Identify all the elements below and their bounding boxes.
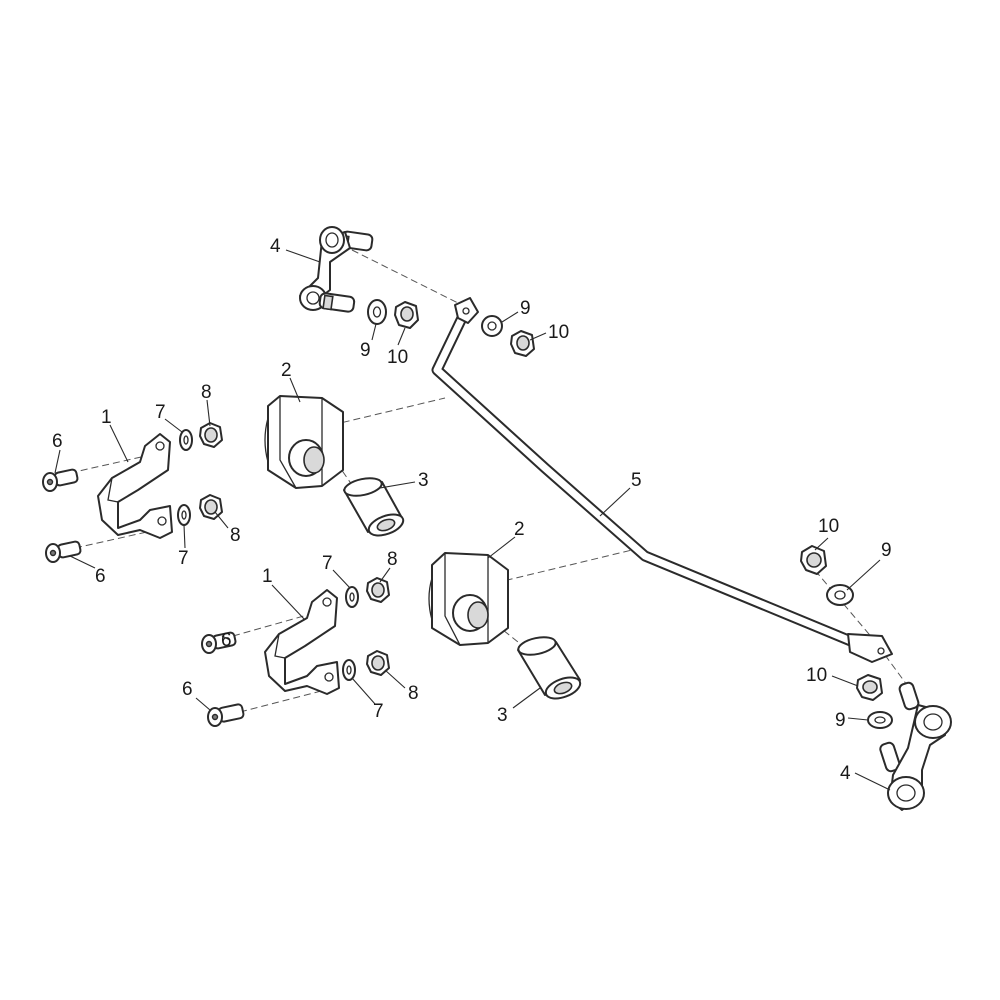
callout-labels: 4 9 10 9 10 2 8 7 1 6 3 5 8 7 6 2 10 9 7… bbox=[52, 236, 892, 784]
callout-6-top-b: 6 bbox=[95, 566, 106, 587]
end-link-top bbox=[299, 226, 374, 313]
bracket-top bbox=[97, 433, 173, 539]
bolt-top-a bbox=[42, 468, 79, 492]
callout-8-bottom-b: 8 bbox=[408, 683, 419, 704]
callout-10-right-lower: 10 bbox=[806, 665, 827, 686]
nut-right-upper bbox=[800, 545, 827, 575]
leader-lines bbox=[54, 249, 891, 791]
sleeve-bottom bbox=[517, 636, 582, 700]
callout-1-top: 1 bbox=[101, 407, 112, 428]
nut-bottom-bracket-a bbox=[366, 577, 390, 603]
callout-1-bottom: 1 bbox=[262, 566, 273, 587]
callout-6-bottom-a: 6 bbox=[221, 630, 232, 651]
callout-8-bottom-a: 8 bbox=[387, 549, 398, 570]
callout-7-top-b: 7 bbox=[178, 548, 189, 569]
end-link-bottom bbox=[879, 681, 952, 811]
sleeve-top bbox=[343, 477, 405, 537]
callout-7-bottom-a: 7 bbox=[322, 553, 333, 574]
washer-top-bracket-a bbox=[179, 429, 193, 451]
callout-9-top-right: 9 bbox=[520, 298, 531, 319]
callout-4-bottom: 4 bbox=[840, 763, 851, 784]
washer-bottom-bracket-b bbox=[342, 659, 356, 681]
bushing-block-top bbox=[264, 395, 344, 489]
washer-top-left bbox=[367, 299, 387, 325]
callout-9-right-lower: 9 bbox=[835, 710, 846, 731]
washer-top-bracket-b bbox=[177, 504, 191, 526]
callout-7-top-a: 7 bbox=[155, 402, 166, 423]
callout-10-top-right: 10 bbox=[548, 322, 569, 343]
nut-bottom-bracket-b bbox=[366, 650, 390, 676]
bolt-bottom-b bbox=[207, 703, 245, 727]
washer-right-upper bbox=[826, 584, 854, 606]
nut-top-left bbox=[394, 301, 419, 329]
callout-10-top-left: 10 bbox=[387, 347, 408, 368]
callout-9-right-upper: 9 bbox=[881, 540, 892, 561]
bolt-bottom-a bbox=[201, 631, 237, 654]
nut-right-lower bbox=[856, 674, 883, 701]
callout-7-bottom-b: 7 bbox=[373, 701, 384, 722]
callout-3-top: 3 bbox=[418, 470, 429, 491]
nut-top-bracket-a bbox=[199, 422, 223, 448]
callout-6-top-a: 6 bbox=[52, 431, 63, 452]
callout-6-bottom-b: 6 bbox=[182, 679, 193, 700]
callout-9-top-left: 9 bbox=[360, 340, 371, 361]
callout-2-bottom: 2 bbox=[514, 519, 525, 540]
bracket-bottom bbox=[264, 589, 340, 695]
callout-2-top: 2 bbox=[281, 360, 292, 381]
callout-3-bottom: 3 bbox=[497, 705, 508, 726]
bushing-block-bottom bbox=[428, 552, 509, 646]
callout-10-right-upper: 10 bbox=[818, 516, 839, 537]
nut-top-right bbox=[510, 330, 535, 357]
callout-8-top-b: 8 bbox=[230, 525, 241, 546]
washer-bottom-bracket-a bbox=[345, 586, 359, 608]
stabilizer-bar bbox=[431, 297, 893, 663]
bolt-top-b bbox=[45, 540, 82, 563]
nut-top-bracket-b bbox=[199, 494, 223, 520]
washer-top-right bbox=[481, 315, 503, 337]
callout-8-top-a: 8 bbox=[201, 382, 212, 403]
callout-5: 5 bbox=[631, 470, 642, 491]
washer-right-lower bbox=[867, 711, 893, 729]
callout-4-top: 4 bbox=[270, 236, 281, 257]
